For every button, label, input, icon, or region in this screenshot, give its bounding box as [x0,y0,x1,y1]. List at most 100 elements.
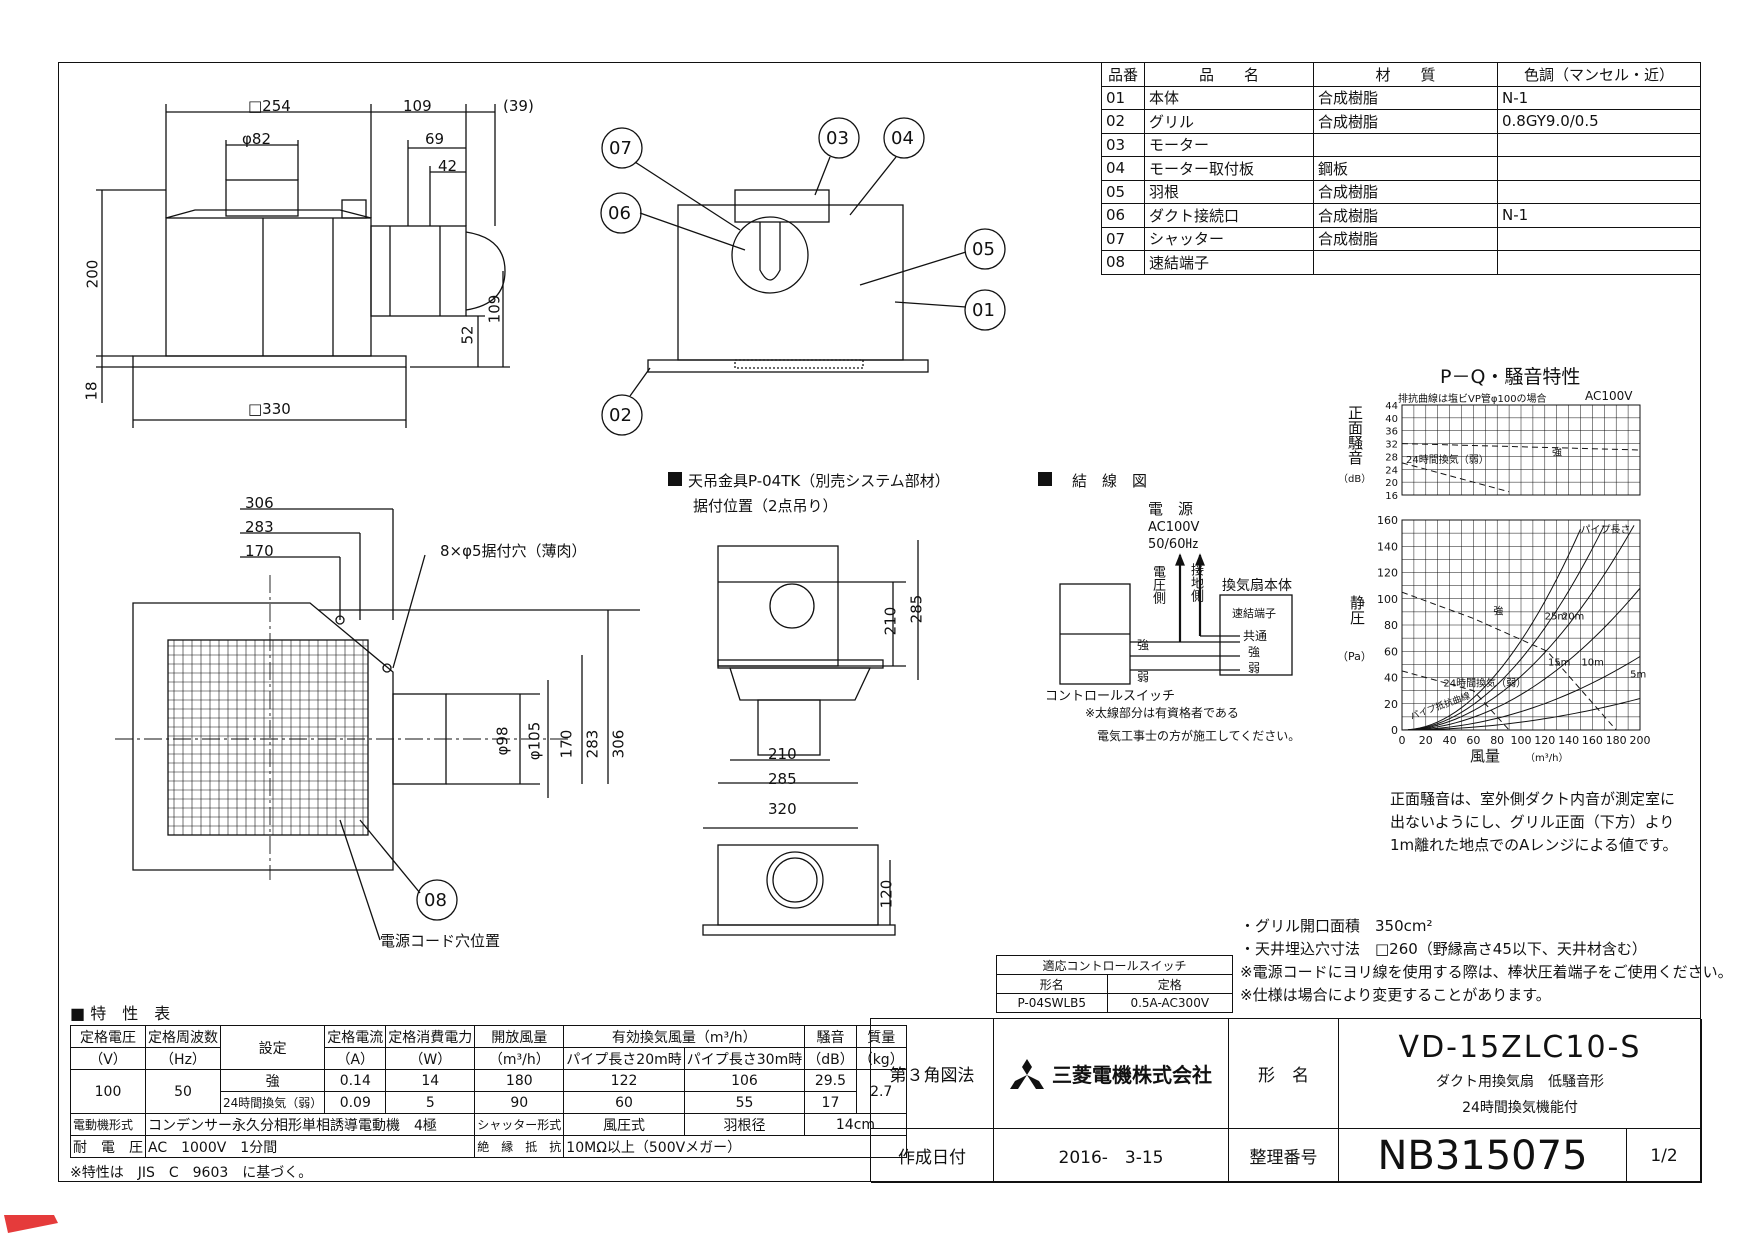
dim-hanger-285: 285 [768,770,797,788]
chart-note-line-1: 正面騒音は、室外側ダクト内音が測定室に [1390,790,1676,808]
wiring-common: 共通 [1243,629,1268,643]
note-grille: ・グリル開口面積 350cm² [1240,917,1433,935]
parts-cell: 鋼板 [1313,156,1498,181]
pq-xtick: 180 [1606,734,1627,747]
wiring-square-icon [1038,472,1052,486]
spec-r1-noise: 29.5 [804,1069,857,1092]
model-label: 形 名 [1229,1019,1339,1129]
parts-cell: 03 [1101,132,1145,157]
dim-170-vertical: 170 [557,729,576,759]
pq-xtick: 40 [1443,734,1457,747]
wiring-note-2: 電気工事士の方が施工してください。 [1097,729,1301,743]
pq-pipe-label: 15m [1548,657,1570,668]
pq-xtick: 80 [1490,734,1504,747]
pq-ytick: 120 [1377,567,1398,580]
dim-39: (39) [503,97,534,115]
spec-r2-20m: 60 [563,1091,685,1114]
spec-h-current: 定格電流 [324,1025,387,1048]
control-title: 適応コントロールスイッチ [996,955,1233,975]
parts-cell: 羽根 [1144,179,1314,204]
spec-frequency: 50 [145,1069,221,1114]
model-number: VD-15ZLC10-S [1398,1030,1642,1065]
spec-r1-open: 180 [474,1069,565,1092]
pq-xtick: 20 [1419,734,1433,747]
spec-h-noise: 騒音 [804,1025,857,1048]
pq-pipe-label: 25m [1545,611,1567,622]
wiring-weak: 弱 [1248,661,1261,675]
dim-306: 306 [245,494,274,512]
company-name: 三菱電機株式会社 [1052,1063,1212,1087]
chart-note-line-3: 1m離れた地点でのAレンジによる値です。 [1390,836,1678,854]
spec-h-frequency: 定格周波数 [145,1025,221,1048]
pq-ytick: 160 [1377,514,1398,527]
pq-ylabel: 静圧 [1348,595,1366,625]
callout-08: 08 [424,890,447,911]
pq-ytick: 140 [1377,540,1398,553]
spec-blade-label: 羽根径 [683,1113,806,1136]
spec-volt: AC 1000V 1分間 [144,1135,476,1158]
spec-h-effective-flow: 有効換気風量（m³/h） [563,1025,806,1048]
parts-cell [1313,132,1498,157]
pq-yunit: （Pa） [1337,650,1372,663]
pq-series-label: 24時間換気（弱） [1443,677,1526,690]
wiring-power: 電 源 [1148,500,1194,518]
hanger-square-icon [668,472,682,486]
note-change: ※仕様は場合により変更することがあります。 [1240,986,1551,1004]
noise-condition: 排抗曲線は塩ビVP管φ100の場合 [1398,394,1547,405]
pq-ytick: 80 [1384,619,1398,632]
spec-u-30m: パイプ長さ30m時 [683,1047,806,1070]
spec-r1-30m: 106 [683,1069,806,1092]
wiring-hz: 50/60㎐ [1148,537,1199,552]
parts-cell: 合成樹脂 [1313,85,1498,110]
spec-r2-30m: 55 [683,1091,806,1114]
section-view [416,117,1006,921]
control-model: P-04SWLB5 [996,993,1108,1013]
dim-105: φ105 [525,721,544,761]
callout-05: 05 [972,239,995,260]
parts-cell [1497,179,1701,204]
pq-xtick: 60 [1466,734,1480,747]
dim-200: 200 [83,259,102,289]
spec-h-open-flow: 開放風量 [474,1025,565,1048]
spec-notes: ・グリル開口面積 350cm² ・天井埋込穴寸法 □260（野縁高さ45以下、天… [1240,915,1733,1007]
pq-series-line [1401,670,1510,731]
pq-pipe-label: 10m [1581,657,1603,668]
spec-u-hz: （Hz） [145,1047,221,1070]
pq-pipe-curve [1401,656,1641,731]
parts-cell: 本体 [1144,85,1314,110]
parts-cell: 06 [1101,203,1145,228]
spec-insulation-label: 絶 縁 抵 抗 [474,1135,565,1158]
dim-330: □330 [248,400,291,418]
wiring-ac: AC100V [1148,520,1200,535]
noise-series-label: 強 [1552,446,1562,459]
control-h1: 形名 [996,974,1108,994]
pq-xtick: 120 [1534,734,1555,747]
pq-ytick: 0 [1391,724,1398,737]
dim-42: 42 [438,157,458,175]
spec-r1-power: 14 [385,1069,476,1092]
noise-ytick: 32 [1385,440,1398,451]
spec-h-setting: 設定 [219,1025,326,1070]
spec-h-voltage: 定格電圧 [70,1025,146,1048]
pq-pipe-zero [1401,698,1641,731]
noise-ytick: 36 [1385,427,1398,438]
callout-07: 07 [609,138,632,159]
parts-cell: モーター [1144,132,1314,157]
noise-ytick: 28 [1385,452,1398,463]
page-number: 1/2 [1627,1129,1702,1183]
dim-hanger-210: 210 [768,745,797,763]
dim-hanger-285v: 285 [907,594,926,624]
spec-insulation: 10MΩ以上（500Vメガー） [563,1135,907,1158]
pq-ytick: 100 [1377,593,1398,606]
model-desc-1: ダクト用換気扇 低騒音形 [1436,1074,1604,1090]
spec-r2-power: 5 [385,1091,476,1114]
dim-306-vertical: 306 [609,729,628,759]
noise-ytick: 16 [1385,491,1398,502]
